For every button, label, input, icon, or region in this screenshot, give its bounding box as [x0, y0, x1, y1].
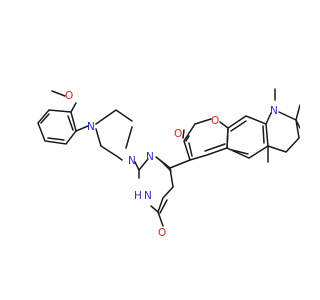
methoxy-oxygen-label: O: [65, 90, 73, 102]
piperazine-n-aryl-label: N: [87, 121, 95, 133]
methoxyphenyl-ring: [37, 109, 77, 145]
pyrimidinone-oxo-label: O: [158, 227, 166, 239]
gem-methyl-1-bond: [295, 104, 300, 121]
molecule-drawing: O N N N N H O O O N: [37, 88, 300, 239]
dihydroquinoline-ring: [265, 111, 300, 153]
methoxy-methyl-bond: [51, 90, 66, 97]
pyranone-oxo-bond: [185, 135, 190, 142]
pyranone-oxo-bond-2: [182, 129, 185, 139]
piperazine-pyrimidine-bond: [134, 161, 140, 171]
pyrimidine-nh-label: N: [144, 190, 152, 202]
methoxy-o-aryl-bond: [70, 102, 77, 113]
aryl-piperazine-bond: [75, 125, 89, 132]
pyranone-oxo-label: O: [174, 128, 182, 140]
gem-methyl-2-bond: [295, 119, 300, 129]
bonds: [37, 88, 300, 227]
atom-labels: O N N N N H O O O N: [65, 90, 278, 239]
quinoline-nitrogen-label: N: [270, 105, 278, 117]
pyrimidine-coumarin-bond: [169, 159, 191, 169]
pyrimidinone-ring: [138, 156, 174, 214]
pyrimidine-n-top-label: N: [146, 151, 154, 163]
pyranone-ring: [183, 118, 229, 161]
benzene-ring: [226, 115, 269, 159]
piperazine-n-pyr-label: N: [128, 155, 136, 167]
pyran-ring-oxygen-label: O: [211, 115, 219, 127]
piperazine-ring: [95, 109, 133, 161]
pyrimidine-h-label: H: [134, 190, 142, 202]
pyrimidinone-oxo-bond: [157, 211, 164, 227]
chemical-structure-canvas: O N N N N H O O O N: [37, 88, 300, 239]
